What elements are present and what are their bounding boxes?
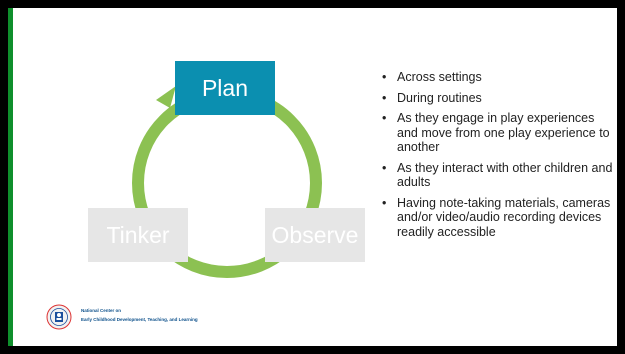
bullet-item: •Across settings <box>382 70 482 84</box>
observe-label: Observe <box>271 221 359 248</box>
tinker-label: Tinker <box>106 221 170 248</box>
cycle-arrowhead <box>156 86 176 108</box>
bullet-item: •As they interact with other children an… <box>382 160 613 190</box>
left-accent-bar <box>8 8 13 346</box>
head-start-seal-icon <box>46 304 72 330</box>
bullet-item: •Having note-taking materials, cameras a… <box>382 195 611 239</box>
slide: Plan Tinker Observe •Across settings •Du… <box>8 8 617 346</box>
ncecdtl-logo: National Center on Early Childhood Devel… <box>46 304 246 330</box>
logo-line2: Early Childhood Development, Teaching, a… <box>81 317 198 322</box>
logo-line1: National Center on <box>81 308 122 313</box>
bullet-list: •Across settings •During routines •As th… <box>380 70 616 245</box>
cycle-node-plan: Plan <box>175 61 275 115</box>
cycle-node-tinker: Tinker <box>88 208 188 262</box>
plan-label: Plan <box>201 74 249 101</box>
bullet-item: •As they engage in play experiences and … <box>382 111 610 154</box>
bullet-item: •During routines <box>382 90 482 105</box>
cycle-node-observe: Observe <box>265 208 365 262</box>
